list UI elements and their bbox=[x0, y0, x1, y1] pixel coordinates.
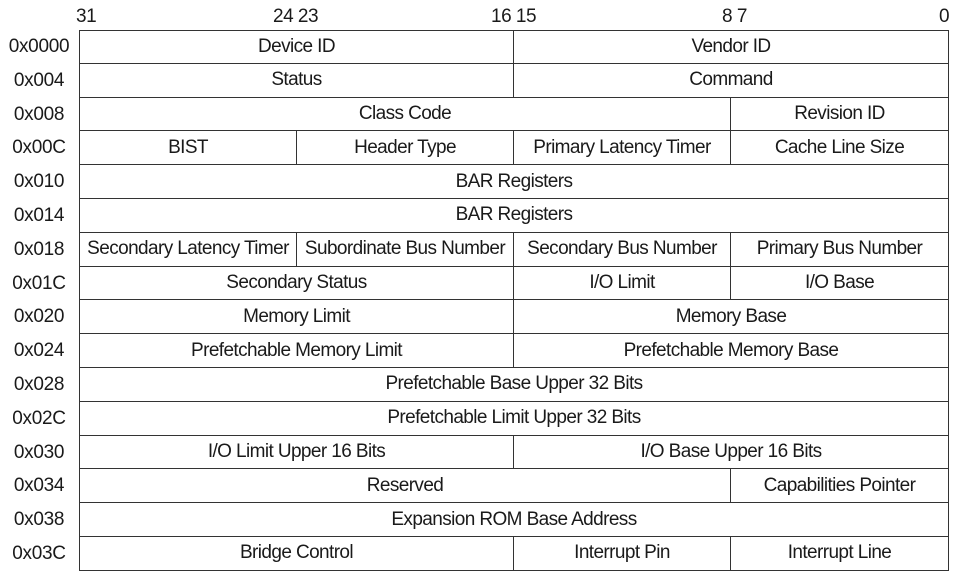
register-row-0x010: 0x010 BAR Registers bbox=[0, 165, 970, 199]
register-fields: Bridge Control Interrupt Pin Interrupt L… bbox=[79, 536, 949, 571]
field-command: Command bbox=[689, 69, 773, 91]
field-bar-registers: BAR Registers bbox=[455, 170, 573, 192]
register-fields: Secondary Status I/O Limit I/O Base bbox=[79, 266, 949, 301]
field-status: Status bbox=[80, 63, 514, 97]
field-secondary-bus-number: Secondary Bus Number bbox=[514, 232, 731, 266]
register-row-0x0000: 0x0000 Device ID Vendor ID bbox=[0, 30, 970, 64]
register-fields: Device ID Vendor ID bbox=[79, 30, 949, 64]
field-class-code: Class Code bbox=[80, 97, 731, 131]
register-row-0x018: 0x018 Secondary Latency Timer Subordinat… bbox=[0, 232, 970, 267]
register-offset: 0x028 bbox=[13, 373, 65, 395]
register-fields: Status Command bbox=[79, 63, 949, 98]
register-offset: 0x00C bbox=[12, 137, 66, 159]
bit-label-0: 0 bbox=[939, 6, 950, 27]
field-header-type: Header Type bbox=[297, 131, 514, 165]
register-offset: 0x030 bbox=[13, 441, 65, 463]
field-io-base-upper: I/O Base Upper 16 Bits bbox=[640, 440, 822, 462]
register-offset: 0x0000 bbox=[8, 36, 70, 57]
field-prefetchable-limit-upper: Prefetchable Limit Upper 32 Bits bbox=[387, 407, 641, 429]
field-io-limit: I/O Limit bbox=[514, 266, 731, 300]
register-row-0x00C: 0x00C BIST Header Type Primary Latency T… bbox=[0, 131, 970, 166]
field-bist: BIST bbox=[80, 131, 297, 165]
register-offset: 0x020 bbox=[13, 306, 65, 328]
field-interrupt-line: Interrupt Line bbox=[787, 542, 892, 564]
register-fields: Expansion ROM Base Address bbox=[79, 503, 949, 537]
register-row-0x034: 0x034 Reserved Capabilities Pointer bbox=[0, 469, 970, 504]
register-offset: 0x008 bbox=[13, 103, 65, 125]
register-row-0x028: 0x028 Prefetchable Base Upper 32 Bits bbox=[0, 367, 970, 402]
register-map-table: 0x0000 Device ID Vendor ID 0x004 Status … bbox=[0, 30, 970, 571]
register-row-0x008: 0x008 Class Code Revision ID bbox=[0, 97, 970, 132]
register-fields: Class Code Revision ID bbox=[79, 97, 949, 132]
register-fields: BAR Registers bbox=[79, 198, 949, 233]
field-expansion-rom-base-address: Expansion ROM Base Address bbox=[391, 508, 637, 530]
register-offset: 0x014 bbox=[13, 204, 65, 226]
register-offset: 0x01C bbox=[12, 272, 66, 294]
field-memory-base: Memory Base bbox=[675, 305, 787, 327]
register-row-0x004: 0x004 Status Command bbox=[0, 63, 970, 98]
bit-position-header: 31 24 23 16 15 8 7 0 bbox=[0, 4, 970, 30]
register-offset: 0x02C bbox=[12, 407, 66, 429]
field-bridge-control: Bridge Control bbox=[80, 536, 514, 570]
register-offset: 0x034 bbox=[13, 475, 65, 497]
field-reserved: Reserved bbox=[80, 469, 731, 503]
field-interrupt-pin: Interrupt Pin bbox=[514, 536, 731, 570]
field-prefetchable-memory-base: Prefetchable Memory Base bbox=[623, 339, 839, 361]
field-prefetchable-base-upper: Prefetchable Base Upper 32 Bits bbox=[385, 373, 643, 395]
register-offset: 0x038 bbox=[13, 509, 65, 531]
field-cache-line-size: Cache Line Size bbox=[774, 136, 905, 158]
register-offset: 0x03C bbox=[12, 542, 66, 564]
bit-label-8-7: 8 7 bbox=[722, 6, 747, 27]
field-vendor-id: Vendor ID bbox=[691, 35, 771, 57]
field-secondary-status: Secondary Status bbox=[80, 266, 514, 300]
field-primary-bus-number: Primary Bus Number bbox=[756, 238, 923, 260]
register-fields: BIST Header Type Primary Latency Timer C… bbox=[79, 131, 949, 166]
field-memory-limit: Memory Limit bbox=[80, 300, 514, 334]
register-row-0x030: 0x030 I/O Limit Upper 16 Bits I/O Base U… bbox=[0, 435, 970, 470]
bit-label-31: 31 bbox=[76, 6, 97, 27]
register-fields: Reserved Capabilities Pointer bbox=[79, 469, 949, 504]
field-device-id: Device ID bbox=[80, 31, 514, 63]
register-row-0x014: 0x014 BAR Registers bbox=[0, 198, 970, 233]
field-secondary-latency-timer: Secondary Latency Timer bbox=[80, 232, 297, 266]
register-fields: I/O Limit Upper 16 Bits I/O Base Upper 1… bbox=[79, 435, 949, 470]
field-io-limit-upper: I/O Limit Upper 16 Bits bbox=[80, 435, 514, 469]
register-row-0x024: 0x024 Prefetchable Memory Limit Prefetch… bbox=[0, 334, 970, 368]
register-fields: BAR Registers bbox=[79, 165, 949, 199]
field-revision-id: Revision ID bbox=[794, 102, 885, 124]
register-fields: Prefetchable Memory Limit Prefetchable M… bbox=[79, 334, 949, 368]
field-subordinate-bus-number: Subordinate Bus Number bbox=[297, 232, 514, 266]
bit-label-16-15: 16 15 bbox=[491, 6, 537, 27]
field-primary-latency-timer: Primary Latency Timer bbox=[514, 131, 731, 165]
field-prefetchable-memory-limit: Prefetchable Memory Limit bbox=[80, 334, 514, 367]
field-bar-registers: BAR Registers bbox=[455, 204, 573, 226]
register-fields: Secondary Latency Timer Subordinate Bus … bbox=[79, 232, 949, 267]
register-fields: Memory Limit Memory Base bbox=[79, 300, 949, 335]
register-fields: Prefetchable Limit Upper 32 Bits bbox=[79, 401, 949, 436]
register-row-0x02C: 0x02C Prefetchable Limit Upper 32 Bits bbox=[0, 401, 970, 436]
register-offset: 0x004 bbox=[13, 69, 65, 91]
bit-label-24-23: 24 23 bbox=[273, 6, 319, 27]
register-offset: 0x010 bbox=[13, 171, 65, 193]
register-row-0x038: 0x038 Expansion ROM Base Address bbox=[0, 503, 970, 537]
register-row-0x03C: 0x03C Bridge Control Interrupt Pin Inter… bbox=[0, 536, 970, 571]
register-row-0x020: 0x020 Memory Limit Memory Base bbox=[0, 300, 970, 335]
register-offset: 0x024 bbox=[13, 340, 65, 362]
register-offset: 0x018 bbox=[13, 238, 65, 260]
field-capabilities-pointer: Capabilities Pointer bbox=[763, 474, 916, 496]
register-fields: Prefetchable Base Upper 32 Bits bbox=[79, 367, 949, 402]
register-row-0x01C: 0x01C Secondary Status I/O Limit I/O Bas… bbox=[0, 266, 970, 301]
field-io-base: I/O Base bbox=[804, 271, 875, 293]
